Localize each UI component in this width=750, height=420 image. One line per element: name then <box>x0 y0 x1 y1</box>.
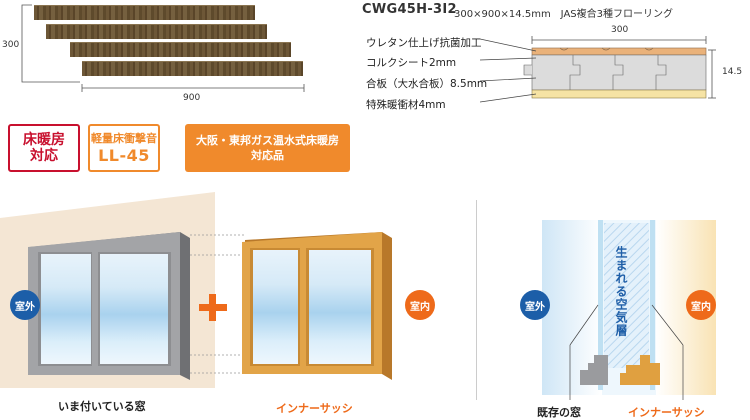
floor-heating-line2: 対応 <box>30 148 58 164</box>
section-inner-sash-caption: インナーサッシ <box>628 406 705 419</box>
gas-heating-line2: 対応品 <box>251 149 284 162</box>
floor-heating-line1: 床暖房 <box>23 132 65 148</box>
inside-label: 室内 <box>410 301 430 313</box>
section-outside-circle: 室外 <box>520 290 550 320</box>
section-divider <box>476 200 477 400</box>
plank-length-dim: 900 <box>183 93 201 103</box>
section-inside-circle: 室内 <box>686 290 716 320</box>
plank-4 <box>82 61 303 76</box>
plank-3 <box>70 42 291 57</box>
layer-label-urethane: ウレタン仕上げ抗菌加工 <box>366 37 482 49</box>
inside-label-circle: 室内 <box>405 290 435 320</box>
spec-text: 300×900×14.5mm JAS複合3種フローリング <box>454 9 674 20</box>
plank-2 <box>46 24 267 39</box>
existing-window-right-pane <box>100 254 168 364</box>
plank-width-dim: 300 <box>2 40 20 50</box>
section-inside-label: 室内 <box>691 301 711 313</box>
impact-sound-line2: LL-45 <box>98 145 150 165</box>
air-layer-section <box>542 220 716 400</box>
model-number: CWG45H-3I2 <box>362 2 457 17</box>
current-window-caption: いま付いている窓 <box>58 400 146 413</box>
section-thickness-dim: 14.5 <box>722 67 743 77</box>
plank-dimension-lines <box>21 4 305 92</box>
gas-heating-line1: 大阪・東邦ガス温水式床暖房 <box>196 134 339 147</box>
outside-label-circle: 室外 <box>10 290 40 320</box>
layer-label-cushion: 特殊暖衝材4mm <box>366 99 446 111</box>
air-layer-text: 生まれる空気層 <box>614 246 628 337</box>
layer-label-plywood: 合板（大水合板）8.5mm <box>366 78 488 90</box>
layer-label-cork: コルクシート2mm <box>366 57 457 69</box>
gas-heating-badge: 大阪・東邦ガス温水式床暖房 対応品 <box>185 124 350 172</box>
existing-window-caption: 既存の窓 <box>537 406 581 419</box>
plank-1 <box>34 5 255 20</box>
outside-label: 室外 <box>15 301 35 313</box>
inner-sash-right-pane <box>309 250 371 364</box>
floor-cross-section <box>480 36 716 103</box>
impact-sound-line1: 軽量床衝撃音 <box>91 131 157 145</box>
section-outside-label: 室外 <box>525 301 545 313</box>
impact-sound-badge: 軽量床衝撃音 LL-45 <box>88 124 160 172</box>
section-width-dim: 300 <box>611 25 629 35</box>
existing-window-left-pane <box>41 254 91 364</box>
floor-heating-badge: 床暖房 対応 <box>8 124 80 172</box>
inner-sash-caption: インナーサッシ <box>276 402 353 415</box>
inner-sash-left-pane <box>253 250 298 364</box>
